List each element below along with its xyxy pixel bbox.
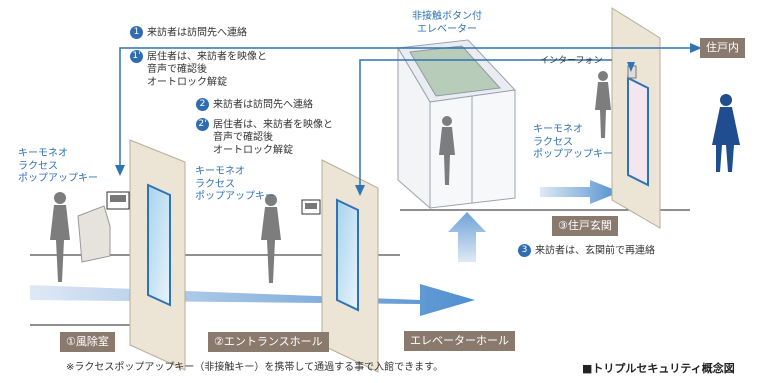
elevator-label-line-1: 非接触ボタン付 (412, 11, 482, 22)
step-2-prime-line-2: 音声で確認後 (213, 132, 273, 143)
key-label-1: キーモネオ ラクセス ポップアップキー (18, 148, 98, 186)
step-1-prime-line-2: 音声で確認後 (147, 64, 207, 75)
key-label-2-line-3: ポップアップキー (195, 191, 275, 202)
step-badge-1-prime: 1' (130, 50, 143, 63)
step-2-text: 来訪者は訪問先へ連絡 (213, 99, 313, 111)
wall-1 (129, 139, 186, 371)
zone-windbreak: ①風除室 (60, 332, 115, 352)
key-label-2: キーモネオ ラクセス ポップアップキー (195, 166, 275, 204)
wall-3 (611, 7, 661, 229)
step-badge-2-prime: 2' (196, 118, 209, 131)
step-badge-1: 1 (130, 26, 143, 39)
zone-inside: 住戸内 (700, 38, 745, 58)
zone-entrance: ②エントランスホール (208, 332, 329, 352)
step-badge-3: 3 (518, 244, 531, 257)
key-label-3-line-1: キーモネオ (533, 124, 583, 135)
elevator-label-line-2: エレベーター (417, 23, 477, 35)
key-label-3: キーモネオ ラクセス ポップアップキー (533, 124, 613, 162)
call-lines (119, 47, 690, 185)
key-label-1-line-3: ポップアップキー (18, 173, 98, 184)
step-1-prime-line-1: 居住者は、来訪者を映像と (147, 51, 267, 63)
flow-arrow-right (540, 180, 620, 204)
key-label-3-line-2: ラクセス (533, 136, 573, 148)
step-2-prime-line-3: オートロック解錠 (213, 144, 293, 156)
key-label-3-line-3: ポップアップキー (533, 149, 613, 160)
step-3-text: 来訪者は、玄関前で再連絡 (535, 245, 655, 257)
footnote: ※ラクセスポップアップキー（非接触キー）を携帯して通過する事で入館できます。 (66, 362, 444, 373)
key-label-1-line-1: キーモネオ (18, 148, 68, 159)
step-2-prime: 2' 居住者は、来訪者を映像と 音声で確認後 オートロック解錠 (196, 118, 333, 157)
step-1-prime: 1' 居住者は、来訪者を映像と 音声で確認後 オートロック解錠 (130, 50, 267, 89)
key-label-1-line-2: ラクセス (18, 160, 58, 172)
step-1-prime-line-3: オートロック解錠 (147, 76, 227, 88)
step-1-text: 来訪者は訪問先へ連絡 (147, 27, 247, 39)
step-badge-2: 2 (196, 98, 209, 111)
zone-elevator-hall: エレベーターホール (404, 331, 515, 351)
zone-front-door: ③住戸玄関 (552, 216, 618, 236)
flow-arrow-up (448, 212, 486, 262)
kiosk (77, 205, 111, 263)
elevator (397, 39, 517, 210)
resident-figure (712, 94, 740, 172)
elevator-label: 非接触ボタン付 エレベーター (412, 11, 482, 36)
key-label-2-line-1: キーモネオ (195, 166, 245, 177)
step-1: 1 来訪者は訪問先へ連絡 (130, 26, 247, 40)
step-3: 3 来訪者は、玄関前で再連絡 (518, 244, 655, 258)
wall-2 (321, 159, 379, 373)
visitor-figures (50, 71, 611, 283)
step-2: 2 来訪者は訪問先へ連絡 (196, 98, 313, 112)
diagram-title: ■トリプルセキュリティ概念図 (582, 362, 735, 375)
key-label-2-line-2: ラクセス (195, 178, 235, 190)
intercom-label: インターフォン (540, 56, 603, 66)
flow-arrow (30, 284, 475, 316)
step-2-prime-line-1: 居住者は、来訪者を映像と (213, 119, 333, 131)
